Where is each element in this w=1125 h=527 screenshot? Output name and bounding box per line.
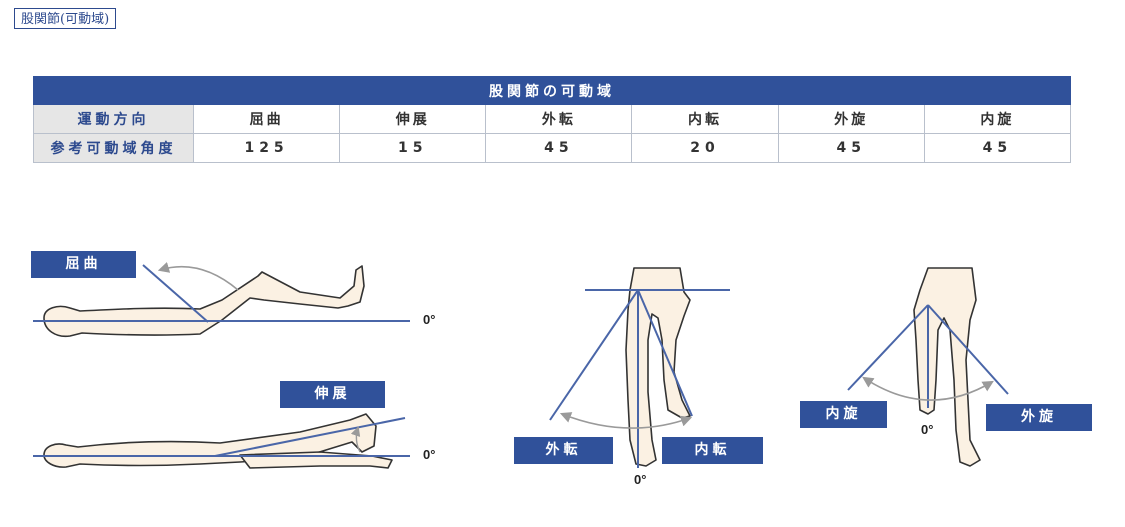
column-flexion: 屈曲: [192, 104, 341, 134]
adduction-inner-line: [637, 289, 693, 417]
table-row: 参考可動域角度 125 15 45 20 45 45: [33, 133, 1072, 163]
table-row: 運動方向 屈曲 伸展 外転 内転 外旋 内旋: [33, 104, 1072, 134]
column-abduction: 外転: [485, 104, 633, 134]
flexion-arc-arrow: [157, 262, 239, 291]
range-of-motion-table: 股関節の可動域 運動方向 屈曲 伸展 外転 内転 外旋 内旋 参考可動域角度 1…: [33, 76, 1072, 163]
angle-external-rotation: 45: [777, 133, 925, 163]
flexion-figure: [33, 262, 410, 338]
angle-extension: 15: [339, 133, 487, 163]
flexion-thigh-line: [142, 264, 209, 323]
extension-arc-arrow: [350, 426, 361, 453]
abduction-label: 外転: [514, 437, 613, 464]
angle-adduction: 20: [631, 133, 779, 163]
angle-abduction: 45: [485, 133, 633, 163]
extension-zero-degree: 0°: [423, 447, 436, 462]
page-tag: 股関節(可動域): [14, 8, 117, 29]
extension-leg-line: [214, 417, 406, 457]
row-header-angle: 参考可動域角度: [33, 133, 194, 163]
abduction-outer-line: [549, 289, 639, 421]
rotation-zero-degree: 0°: [921, 422, 934, 437]
extension-figure: [33, 413, 410, 469]
adduction-label: 内転: [662, 437, 763, 464]
column-adduction: 内転: [631, 104, 779, 134]
table-title: 股関節の可動域: [33, 76, 1071, 105]
table-title-row: 股関節の可動域: [33, 76, 1071, 105]
flexion-body-illustration: [43, 265, 365, 338]
rotation-figure: [847, 267, 1009, 467]
angle-internal-rotation: 45: [923, 133, 1072, 163]
flexion-label: 屈曲: [31, 251, 136, 278]
external-rotation-label: 外旋: [986, 404, 1092, 431]
extension-label: 伸展: [280, 381, 385, 408]
rotation-internal-line: [847, 304, 929, 391]
extension-second-leg: [239, 451, 393, 469]
rotation-arc-arrow: [862, 376, 994, 401]
rotation-body-illustration: [913, 267, 981, 467]
abduction-zero-degree: 0°: [634, 472, 647, 487]
abduction-adduction-figure: [549, 267, 730, 468]
abduction-arc-arrow: [559, 412, 693, 429]
angle-flexion: 125: [192, 133, 341, 163]
flexion-zero-degree: 0°: [423, 312, 436, 327]
internal-rotation-label: 内旋: [800, 401, 887, 428]
rotation-external-line: [927, 304, 1009, 395]
